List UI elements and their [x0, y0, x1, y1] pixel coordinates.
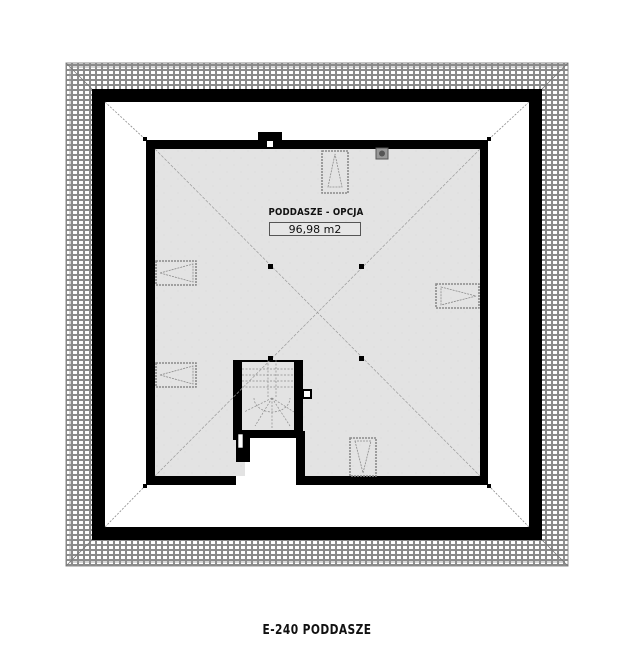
ridge-lines — [154, 148, 481, 477]
skylights — [155, 150, 480, 477]
skylight-left-upper — [155, 260, 197, 286]
skylight-right — [435, 283, 480, 309]
column-marker — [359, 356, 364, 361]
room-name: PODDASZE - OPCJA — [268, 207, 364, 218]
room-area: 96,98 m2 — [269, 222, 361, 236]
columns — [143, 137, 491, 488]
column-marker — [359, 264, 364, 269]
skylight-bottom — [349, 437, 377, 477]
column-marker — [268, 264, 273, 269]
column-marker — [268, 356, 273, 361]
skylight-left-lower — [155, 362, 197, 388]
hip-lines — [104, 101, 530, 528]
skylight-top — [321, 150, 349, 194]
chimney — [258, 132, 282, 147]
plan-caption: E-240 PODDASZE — [262, 623, 372, 638]
stair — [242, 360, 295, 428]
vent-icon — [375, 147, 389, 160]
